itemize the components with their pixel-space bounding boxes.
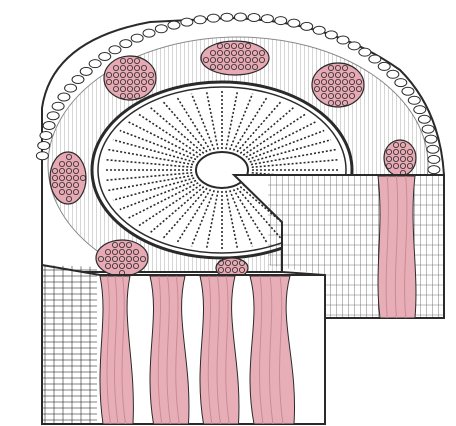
fibre-bundle: [96, 240, 148, 276]
fibre-strand: [378, 176, 416, 318]
fibre-bundle: [312, 63, 364, 107]
fibre-bundle: [104, 56, 156, 100]
right-fibre-strands: [378, 176, 416, 318]
fibre-bundle: [384, 140, 416, 176]
front-cut-face: [42, 265, 325, 424]
pith: [196, 152, 248, 188]
fibre-bundle: [50, 152, 86, 204]
fibre-bundle: [201, 41, 269, 75]
